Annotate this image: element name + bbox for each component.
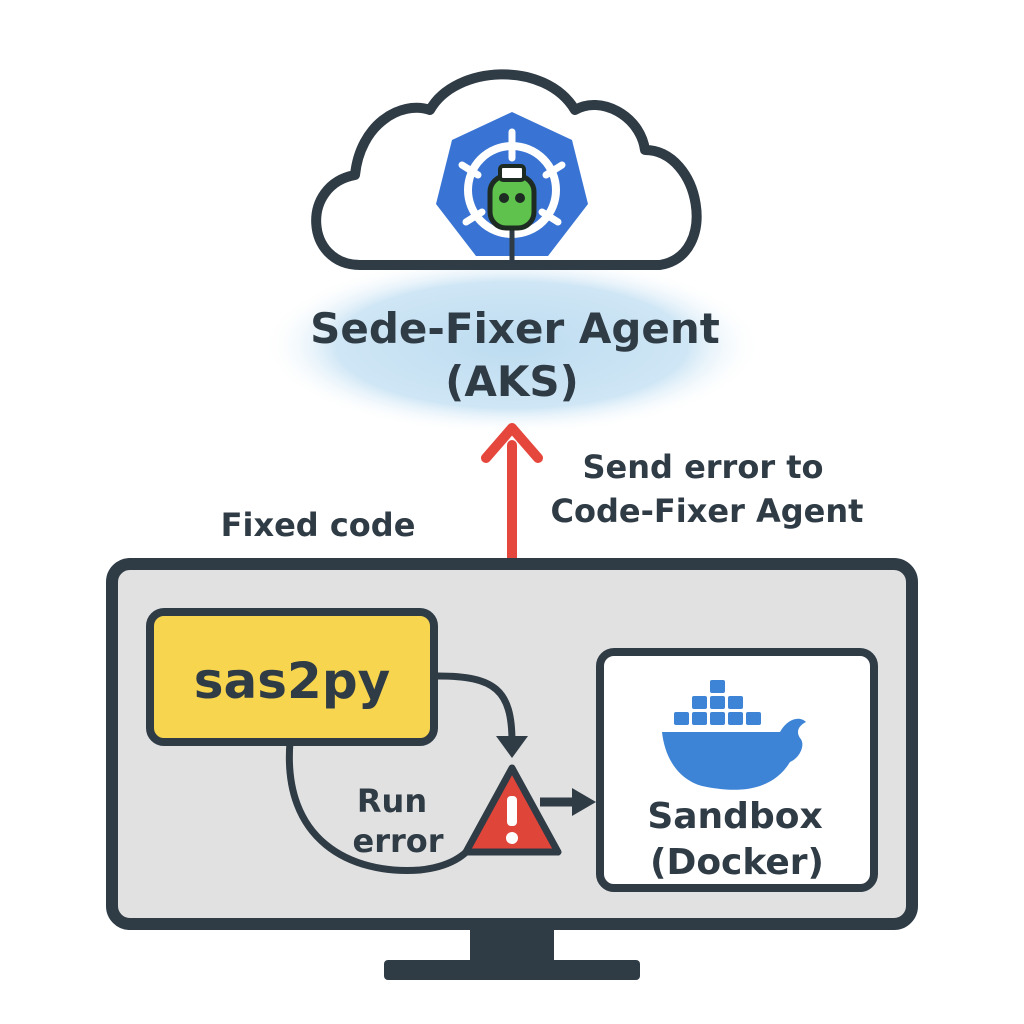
sandbox-label-line2: (Docker) [650, 842, 824, 883]
docker-whale-icon [662, 680, 806, 790]
kubernetes-helm-agent-icon [436, 112, 588, 268]
fixed-code-label: Fixed code [221, 506, 416, 544]
title-glow [262, 255, 762, 435]
run-error-loop [285, 738, 480, 874]
sandbox-box: Sandbox (Docker) [596, 648, 878, 892]
sas2py-label: sas2py [194, 652, 390, 710]
run-error-label-line1: Run [357, 782, 427, 820]
run-error-label-line2: error [352, 822, 443, 860]
sas2py-to-error-connector [434, 672, 516, 746]
send-error-label-line1: Send error to [582, 448, 823, 486]
sas2py-box: sas2py [146, 608, 438, 746]
agent-title-line2: (AKS) [445, 357, 579, 406]
warning-triangle-icon [462, 764, 562, 856]
sandbox-label-line1: Sandbox [647, 796, 822, 837]
send-error-label-line2: Code-Fixer Agent [551, 492, 864, 530]
agent-title-line1: Sede-Fixer Agent [310, 304, 720, 353]
